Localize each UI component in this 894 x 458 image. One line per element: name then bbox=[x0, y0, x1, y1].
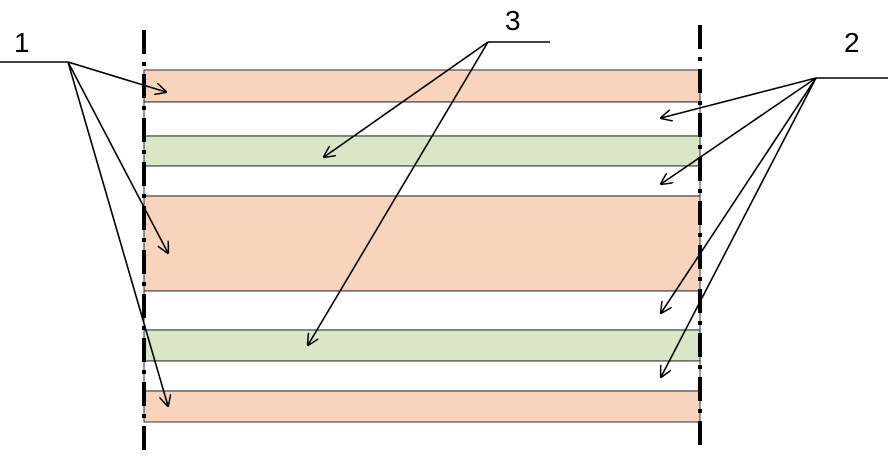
layer-2-white-band bbox=[143, 101, 701, 137]
callout-3-label: 3 bbox=[505, 5, 521, 36]
callout-2-group: 2 bbox=[661, 27, 888, 377]
callout-1-arrow-a bbox=[67, 61, 166, 92]
layer-7-green-band bbox=[143, 329, 701, 362]
layer-9-orange-band bbox=[143, 390, 701, 423]
layer-4-white-band bbox=[143, 165, 701, 197]
callout-1-arrow-b bbox=[67, 61, 168, 253]
callout-3-arrow-a bbox=[324, 41, 489, 157]
callout-2-arrow-a bbox=[661, 77, 817, 118]
callout-2-label: 2 bbox=[844, 27, 860, 58]
callout-1-group: 1 bbox=[0, 27, 168, 406]
layer-3-green-band bbox=[143, 135, 701, 167]
callout-2-arrow-c bbox=[661, 77, 817, 313]
layer-bands bbox=[143, 69, 701, 423]
callout-1-label: 1 bbox=[14, 27, 30, 58]
layer-5-orange-band bbox=[143, 195, 701, 292]
callout-2-arrow-d bbox=[661, 77, 817, 377]
callout-3-arrow-b bbox=[308, 41, 489, 345]
layer-8-white-band bbox=[143, 360, 701, 392]
callout-1-arrow-c bbox=[67, 61, 168, 406]
layer-1-orange-band bbox=[143, 69, 701, 103]
layer-6-white-band bbox=[143, 290, 701, 331]
callout-3-group: 3 bbox=[308, 5, 550, 345]
callout-2-arrow-b bbox=[661, 77, 817, 184]
guide-lines bbox=[142, 25, 702, 456]
